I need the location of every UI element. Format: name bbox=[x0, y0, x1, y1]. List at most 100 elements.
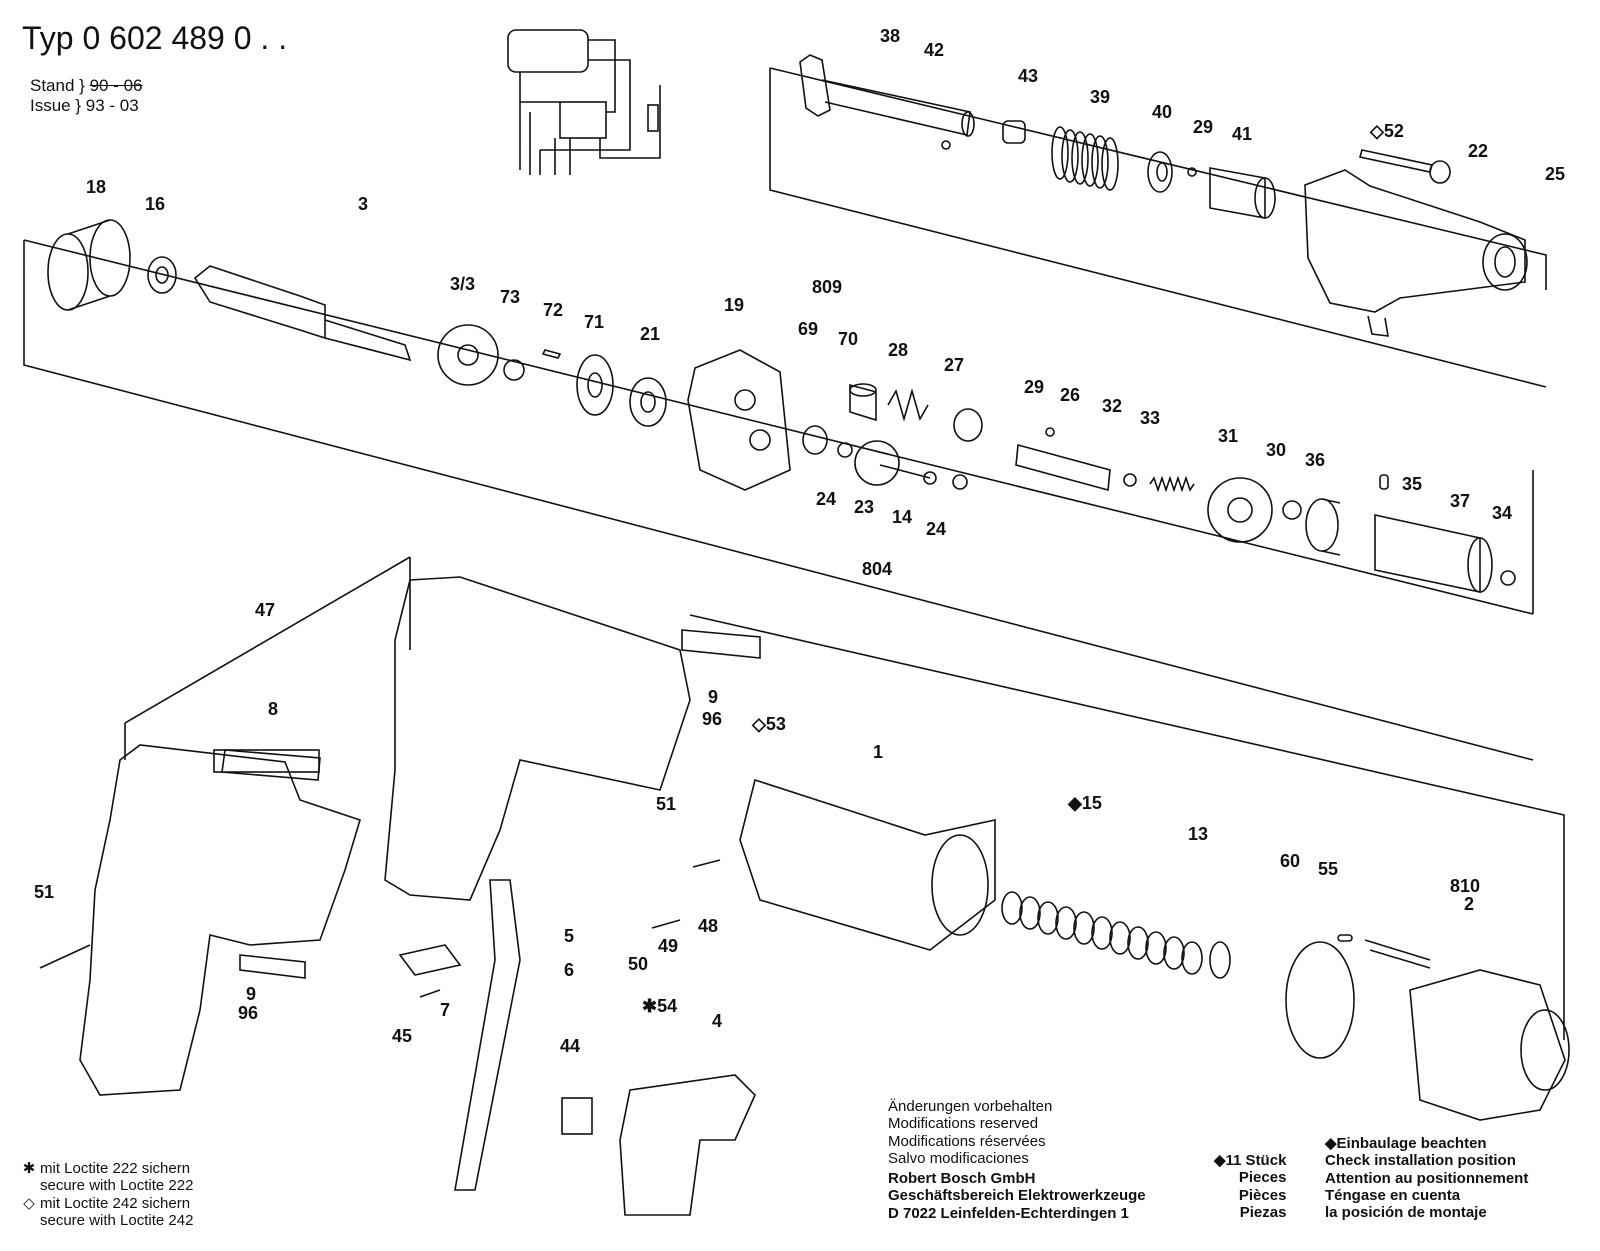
callout-47: 47 bbox=[255, 600, 275, 620]
diamond-symbol: ◇ bbox=[23, 1194, 35, 1212]
callout-53: ◇53 bbox=[751, 714, 786, 734]
plane-middle bbox=[23, 239, 1534, 761]
pin-35 bbox=[1379, 474, 1389, 490]
callout-27: 27 bbox=[944, 355, 964, 375]
callout-35: 35 bbox=[1402, 474, 1422, 494]
clutch-sleeve-37 bbox=[1374, 514, 1493, 593]
installation-es: Téngase en cuenta bbox=[1325, 1186, 1461, 1204]
callout-23: 23 bbox=[854, 497, 874, 517]
bushing-70 bbox=[849, 383, 877, 422]
bearing-flange-19 bbox=[687, 349, 791, 491]
housing-half-right bbox=[384, 576, 691, 901]
callout-71: 71 bbox=[584, 312, 604, 332]
pieces-count: ◆11 Stück bbox=[1214, 1152, 1287, 1169]
callout-8: 8 bbox=[268, 699, 278, 719]
installation-fr: Attention au positionnement bbox=[1325, 1169, 1529, 1187]
company-block: Robert Bosch GmbH Geschäftsbereich Elekt… bbox=[888, 1170, 1146, 1222]
issue-label: Issue bbox=[30, 95, 71, 115]
loctite-222-en: secure with Loctite 222 bbox=[40, 1177, 194, 1195]
callout-2: 2 bbox=[1464, 894, 1474, 914]
installation-es2: la posición de montaje bbox=[1325, 1204, 1487, 1221]
label-8-plate bbox=[221, 749, 321, 781]
clutch-41 bbox=[1209, 167, 1276, 219]
callout-809: 809 bbox=[812, 277, 842, 297]
pieces-es: Piezas bbox=[1239, 1203, 1287, 1221]
issue-value: 93 - 03 bbox=[85, 95, 139, 115]
callout-70: 70 bbox=[838, 329, 858, 349]
pieces-block: ◆11 Stück Pieces Pièces Piezas bbox=[1214, 1152, 1286, 1221]
callout-19: 19 bbox=[724, 295, 744, 315]
callout-38: 38 bbox=[880, 26, 900, 46]
callout-41: 41 bbox=[1232, 124, 1252, 144]
callout-3: 3 bbox=[358, 194, 368, 214]
spindle-part bbox=[799, 54, 975, 150]
ring-13 bbox=[1209, 941, 1231, 979]
fan-3-3 bbox=[437, 324, 499, 386]
stand-value: 90 - 06 bbox=[89, 76, 143, 95]
callout-50: 50 bbox=[628, 954, 648, 974]
callout-39: 39 bbox=[1090, 87, 1110, 107]
pinion-23-14 bbox=[854, 440, 937, 486]
star-symbol: ✱ bbox=[22, 1160, 36, 1177]
armature-3 bbox=[193, 265, 412, 362]
type-number: 0 602 489 0 . . bbox=[82, 20, 288, 56]
callout-3-3: 3/3 bbox=[450, 274, 475, 294]
callout-14: 14 bbox=[892, 507, 912, 527]
ring-36 bbox=[1305, 498, 1341, 556]
callout-60: 60 bbox=[1280, 851, 1300, 871]
callout-32: 32 bbox=[1102, 396, 1122, 416]
callout-16: 16 bbox=[145, 194, 165, 214]
ring-40 bbox=[1147, 151, 1173, 193]
type-number-heading: Typ 0 602 489 0 . . bbox=[22, 20, 287, 57]
wiring-schematic bbox=[507, 29, 661, 175]
callout-48: 48 bbox=[698, 916, 718, 936]
bearing-21 bbox=[629, 377, 667, 427]
callout-51-left: 51 bbox=[34, 882, 54, 902]
callout-51-mid: 51 bbox=[656, 794, 676, 814]
pin-55 bbox=[1337, 934, 1353, 942]
callout-40: 40 bbox=[1152, 102, 1172, 122]
installation-en: Check installation position bbox=[1325, 1152, 1516, 1170]
o-ring-60 bbox=[1285, 941, 1355, 1059]
loctite-242-de: mit Loctite 242 sichern bbox=[40, 1194, 191, 1212]
bushing-69 bbox=[802, 425, 828, 455]
washer-24a bbox=[837, 442, 853, 458]
callout-37: 37 bbox=[1450, 491, 1470, 511]
callout-22: 22 bbox=[1468, 141, 1488, 161]
loctite-222-de: mit Loctite 222 sichern bbox=[40, 1160, 191, 1177]
callout-9b: 9 bbox=[246, 984, 256, 1004]
ball-34 bbox=[1500, 570, 1516, 586]
callout-69: 69 bbox=[798, 319, 818, 339]
callout-24: 24 bbox=[816, 489, 836, 509]
callout-55: 55 bbox=[1318, 859, 1338, 879]
modifications-notice: Änderungen vorbehalten Modifications res… bbox=[888, 1098, 1052, 1167]
ball-29b bbox=[1045, 427, 1055, 437]
plane-top bbox=[769, 67, 1547, 388]
callout-33: 33 bbox=[1140, 408, 1160, 428]
callout-24b: 24 bbox=[926, 519, 946, 539]
callout-21: 21 bbox=[640, 324, 660, 344]
callout-13: 13 bbox=[1188, 824, 1208, 844]
motor-housing-1 bbox=[739, 778, 996, 951]
housing-half-left bbox=[79, 744, 361, 1096]
screw-72 bbox=[541, 349, 562, 359]
company-name: Robert Bosch GmbH bbox=[888, 1170, 1036, 1187]
callout-44: 44 bbox=[560, 1036, 580, 1056]
type-prefix: Typ bbox=[22, 20, 74, 56]
shaft-26 bbox=[1015, 443, 1111, 492]
sleeve-43 bbox=[1002, 120, 1026, 144]
bearing-16 bbox=[147, 256, 177, 294]
callout-45: 45 bbox=[392, 1026, 412, 1046]
switch-4 bbox=[619, 1074, 756, 1216]
screws-lower bbox=[39, 859, 721, 998]
nose-housing-22 bbox=[1304, 169, 1528, 337]
plane-lower bbox=[124, 556, 1565, 1040]
callout-30: 30 bbox=[1266, 440, 1286, 460]
company-address: D 7022 Leinfelden-Echterdingen 1 bbox=[888, 1204, 1129, 1222]
screw-52 bbox=[1358, 149, 1451, 184]
laminations-15 bbox=[1001, 891, 1203, 975]
callout-7: 7 bbox=[440, 1000, 450, 1020]
spring-39 bbox=[1051, 126, 1119, 191]
callout-52: ◇52 bbox=[1369, 121, 1404, 141]
